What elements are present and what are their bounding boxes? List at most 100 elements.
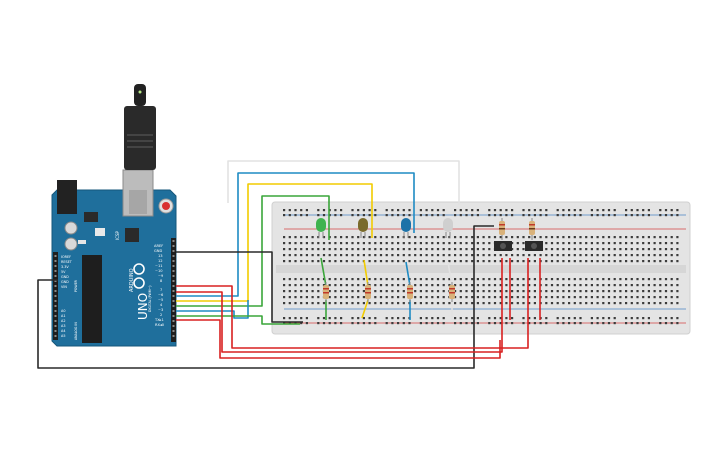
breadboard-hole[interactable]	[465, 290, 468, 293]
breadboard-hole[interactable]	[305, 248, 308, 251]
breadboard-hole[interactable]	[385, 209, 388, 212]
breadboard-hole[interactable]	[630, 290, 633, 293]
breadboard-hole[interactable]	[596, 214, 599, 217]
breadboard-hole[interactable]	[528, 278, 531, 281]
breadboard-hole[interactable]	[436, 209, 440, 212]
breadboard-hole[interactable]	[471, 278, 474, 281]
breadboard-hole[interactable]	[397, 260, 400, 263]
breadboard-hole[interactable]	[385, 296, 388, 299]
breadboard-hole[interactable]	[499, 278, 502, 281]
breadboard-hole[interactable]	[642, 278, 645, 281]
breadboard-hole[interactable]	[465, 214, 468, 217]
breadboard-hole[interactable]	[636, 296, 639, 299]
breadboard-hole[interactable]	[556, 236, 559, 239]
breadboard-hole[interactable]	[288, 209, 291, 212]
breadboard-hole[interactable]	[499, 290, 502, 293]
breadboard-hole[interactable]	[528, 284, 531, 287]
breadboard-hole[interactable]	[533, 260, 536, 263]
breadboard[interactable]	[271, 201, 691, 335]
breadboard-hole[interactable]	[545, 317, 548, 320]
header-pin[interactable]	[54, 315, 57, 317]
breadboard-hole[interactable]	[482, 290, 485, 293]
breadboard-hole[interactable]	[676, 236, 679, 239]
breadboard-hole[interactable]	[619, 278, 622, 281]
breadboard-hole[interactable]	[300, 260, 303, 263]
breadboard-hole[interactable]	[607, 248, 611, 251]
breadboard-hole[interactable]	[596, 317, 599, 320]
breadboard-hole[interactable]	[573, 296, 576, 299]
breadboard-hole[interactable]	[573, 254, 576, 257]
breadboard-hole[interactable]	[511, 214, 514, 217]
breadboard-hole[interactable]	[311, 260, 314, 263]
breadboard-hole[interactable]	[368, 254, 371, 257]
breadboard-hole[interactable]	[340, 317, 343, 320]
breadboard-hole[interactable]	[642, 322, 645, 325]
breadboard-hole[interactable]	[664, 302, 668, 305]
breadboard-hole[interactable]	[630, 236, 633, 239]
breadboard-hole[interactable]	[351, 290, 354, 293]
breadboard-hole[interactable]	[568, 290, 571, 293]
breadboard-hole[interactable]	[283, 302, 286, 305]
breadboard-hole[interactable]	[642, 248, 645, 251]
breadboard-hole[interactable]	[653, 302, 656, 305]
breadboard-hole[interactable]	[522, 260, 525, 263]
breadboard-hole[interactable]	[476, 278, 479, 281]
breadboard-hole[interactable]	[522, 284, 525, 287]
breadboard-hole[interactable]	[328, 322, 331, 325]
breadboard-hole[interactable]	[334, 214, 337, 217]
breadboard-hole[interactable]	[334, 209, 337, 212]
breadboard-hole[interactable]	[419, 248, 422, 251]
breadboard-hole[interactable]	[442, 322, 445, 325]
breadboard-hole[interactable]	[465, 284, 468, 287]
breadboard-hole[interactable]	[345, 242, 348, 245]
breadboard-hole[interactable]	[294, 248, 297, 251]
breadboard-hole[interactable]	[676, 290, 679, 293]
breadboard-hole[interactable]	[511, 278, 514, 281]
breadboard-hole[interactable]	[653, 278, 656, 281]
breadboard-hole[interactable]	[670, 290, 673, 293]
breadboard-hole[interactable]	[368, 302, 371, 305]
breadboard-hole[interactable]	[545, 322, 548, 325]
wire-blue-jumper[interactable]	[405, 261, 411, 287]
wire-black-bottom[interactable]	[37, 225, 494, 369]
breadboard-hole[interactable]	[454, 260, 457, 263]
breadboard-hole[interactable]	[300, 214, 303, 217]
breadboard-hole[interactable]	[317, 322, 320, 325]
resistor-5[interactable]	[499, 218, 505, 240]
breadboard-hole[interactable]	[607, 290, 611, 293]
usb-cable[interactable]	[124, 84, 156, 170]
breadboard-hole[interactable]	[516, 242, 519, 245]
breadboard-hole[interactable]	[476, 236, 479, 239]
breadboard-hole[interactable]	[414, 236, 417, 239]
breadboard-hole[interactable]	[294, 322, 297, 325]
breadboard-hole[interactable]	[391, 290, 394, 293]
breadboard-hole[interactable]	[642, 284, 645, 287]
breadboard-hole[interactable]	[647, 290, 650, 293]
breadboard-hole[interactable]	[431, 278, 434, 281]
breadboard-hole[interactable]	[305, 317, 308, 320]
breadboard-hole[interactable]	[619, 290, 622, 293]
breadboard-hole[interactable]	[391, 284, 394, 287]
breadboard-hole[interactable]	[442, 290, 445, 293]
breadboard-hole[interactable]	[493, 302, 497, 305]
breadboard-hole[interactable]	[300, 296, 303, 299]
breadboard-hole[interactable]	[585, 296, 588, 299]
breadboard-hole[interactable]	[562, 236, 565, 239]
breadboard-hole[interactable]	[351, 284, 354, 287]
breadboard-hole[interactable]	[516, 278, 519, 281]
breadboard-hole[interactable]	[573, 242, 576, 245]
breadboard-hole[interactable]	[607, 302, 611, 305]
breadboard-hole[interactable]	[294, 290, 297, 293]
breadboard-hole[interactable]	[431, 214, 434, 217]
breadboard-hole[interactable]	[317, 290, 320, 293]
breadboard-hole[interactable]	[568, 236, 571, 239]
breadboard-hole[interactable]	[317, 296, 320, 299]
breadboard-hole[interactable]	[397, 296, 400, 299]
breadboard-hole[interactable]	[619, 296, 622, 299]
breadboard-hole[interactable]	[664, 214, 668, 217]
breadboard-hole[interactable]	[630, 296, 633, 299]
breadboard-hole[interactable]	[670, 302, 673, 305]
breadboard-hole[interactable]	[636, 302, 639, 305]
breadboard-hole[interactable]	[385, 242, 388, 245]
header-pin[interactable]	[54, 325, 57, 327]
